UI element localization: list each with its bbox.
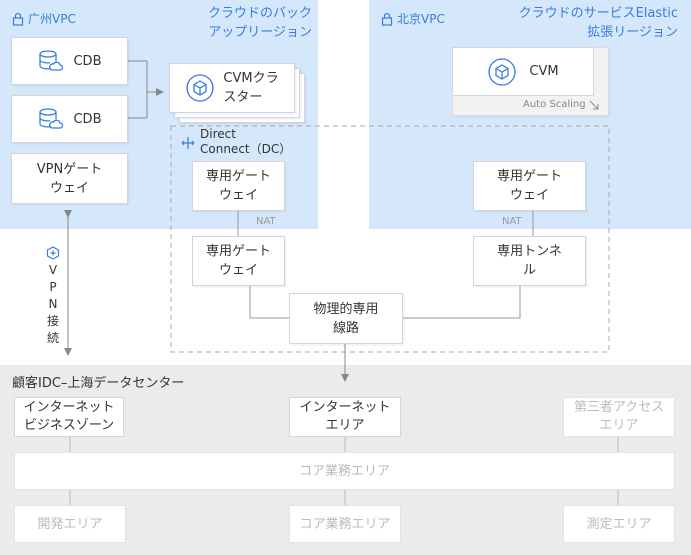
cvm-server-icon bbox=[488, 57, 517, 86]
lock-icon bbox=[381, 12, 393, 26]
nat-label-left: NAT bbox=[256, 216, 276, 227]
vpn-gateway-label-line1: VPNゲート bbox=[36, 161, 103, 177]
elastic-region-note: クラウドのサービスElastic 拡張リージョン bbox=[470, 4, 678, 42]
internet-business-zone-line2: ビジネスゾーン bbox=[23, 418, 115, 433]
core-business-area[interactable]: コア業務エリア bbox=[289, 505, 401, 543]
cvm-cluster-label-line1: CVMクラ bbox=[223, 71, 279, 86]
physical-line-line1: 物理的専用 bbox=[313, 301, 379, 317]
dc-gateway-guangzhou-line2: ウェイ bbox=[218, 188, 258, 203]
auto-scaling-text: Auto Scaling bbox=[523, 99, 586, 110]
dedicated-tunnel-line1: 専用トンネ bbox=[497, 244, 562, 259]
dc-gateway-left-lower-line1: 専用ゲート bbox=[205, 244, 271, 259]
vpn-gateway-box[interactable]: VPNゲート ウェイ bbox=[11, 153, 128, 204]
internet-area-line2: エリア bbox=[325, 418, 365, 433]
dc-gateway-guangzhou-line1: 専用ゲート bbox=[205, 169, 271, 184]
vpn-icon bbox=[46, 246, 60, 260]
vpn-char-1: P bbox=[49, 280, 57, 294]
cdb-box-2[interactable]: CDB bbox=[11, 95, 128, 143]
development-area-label: 開発エリア bbox=[37, 516, 103, 532]
internet-business-zone-line1: インターネット bbox=[23, 400, 115, 415]
direct-connect-label-line2: Connect（DC） bbox=[200, 142, 292, 156]
internet-area[interactable]: インターネット エリア bbox=[289, 397, 401, 437]
third-party-access-area[interactable]: 第三者アクセス エリア bbox=[563, 397, 675, 437]
vpn-char-2: N bbox=[48, 297, 58, 311]
testing-area-label: 測定エリア bbox=[586, 516, 652, 532]
cdb-label-2: CDB bbox=[73, 111, 102, 127]
beijing-vpc-label-text: 北京VPC bbox=[397, 12, 445, 26]
testing-area[interactable]: 測定エリア bbox=[563, 505, 675, 543]
vpn-connection-label: V P N 接 続 bbox=[46, 246, 60, 347]
dc-gateway-beijing[interactable]: 専用ゲート ウェイ bbox=[473, 161, 586, 211]
physical-line-box[interactable]: 物理的専用 線路 bbox=[289, 293, 403, 344]
lock-icon bbox=[12, 12, 24, 26]
direct-connect-icon bbox=[181, 137, 195, 149]
dc-gateway-beijing-line1: 専用ゲート bbox=[496, 169, 562, 184]
cvm-cluster-label-line2: スター bbox=[223, 90, 263, 105]
direct-connect-label-line1: Direct bbox=[200, 127, 236, 141]
third-party-access-area-line2: エリア bbox=[599, 418, 639, 433]
backup-region-note: クラウドのバック アップリージョン bbox=[190, 4, 312, 42]
beijing-vpc-label: 北京VPC bbox=[381, 10, 445, 27]
core-business-area-label: コア業務エリア bbox=[299, 516, 391, 532]
physical-line-line2: 線路 bbox=[332, 320, 359, 336]
dc-gateway-guangzhou[interactable]: 専用ゲート ウェイ bbox=[192, 161, 285, 211]
dc-gateway-left-lower-line2: ウェイ bbox=[218, 263, 258, 278]
idc-title: 顧客IDC–上海データセンター bbox=[12, 376, 185, 391]
internet-business-zone[interactable]: インターネット ビジネスゾーン bbox=[14, 397, 124, 437]
vpn-gateway-label-line2: ウェイ bbox=[49, 180, 89, 196]
cdb-box-1[interactable]: CDB bbox=[11, 37, 128, 85]
cdb-label-1: CDB bbox=[73, 53, 102, 69]
auto-scaling-label: Auto Scaling bbox=[523, 99, 599, 110]
nat-label-right: NAT bbox=[502, 216, 522, 227]
dedicated-tunnel-line2: ル bbox=[522, 263, 536, 278]
vpn-char-0: V bbox=[48, 263, 58, 277]
guangzhou-vpc-label-text: 广州VPC bbox=[28, 12, 76, 26]
cvm-cluster-box[interactable]: CVMクラ スター bbox=[169, 63, 295, 113]
third-party-access-area-line1: 第三者アクセス bbox=[573, 400, 665, 415]
guangzhou-vpc-label: 广州VPC bbox=[12, 10, 76, 27]
elastic-region-note-line1: クラウドのサービスElastic bbox=[518, 6, 678, 21]
database-cloud-icon bbox=[39, 50, 64, 71]
backup-region-note-line1: クラウドのバック bbox=[207, 6, 312, 21]
dc-gateway-beijing-line2: ウェイ bbox=[509, 188, 549, 203]
vpn-char-4: 続 bbox=[46, 331, 59, 345]
bj-cvm-label: CVM bbox=[529, 64, 559, 79]
vpn-connection-text: V P N 接 続 bbox=[46, 262, 60, 347]
vpn-char-3: 接 bbox=[46, 314, 59, 328]
backup-region-note-line2: アップリージョン bbox=[208, 25, 312, 40]
core-business-bar-label: コア業務エリア bbox=[298, 463, 390, 479]
elastic-region-note-line2: 拡張リージョン bbox=[587, 25, 678, 40]
internet-area-line1: インターネット bbox=[299, 400, 391, 415]
core-business-bar[interactable]: コア業務エリア bbox=[14, 452, 675, 490]
dc-gateway-left-lower[interactable]: 専用ゲート ウェイ bbox=[192, 236, 285, 286]
dedicated-tunnel-box[interactable]: 専用トンネ ル bbox=[473, 236, 586, 286]
bj-cvm-box[interactable]: CVM bbox=[452, 47, 594, 96]
cvm-server-icon bbox=[186, 74, 215, 102]
resize-arrow-icon bbox=[589, 100, 599, 109]
database-cloud-icon bbox=[39, 108, 64, 129]
direct-connect-label: Direct Connect（DC） bbox=[180, 127, 291, 157]
development-area[interactable]: 開発エリア bbox=[14, 505, 126, 543]
